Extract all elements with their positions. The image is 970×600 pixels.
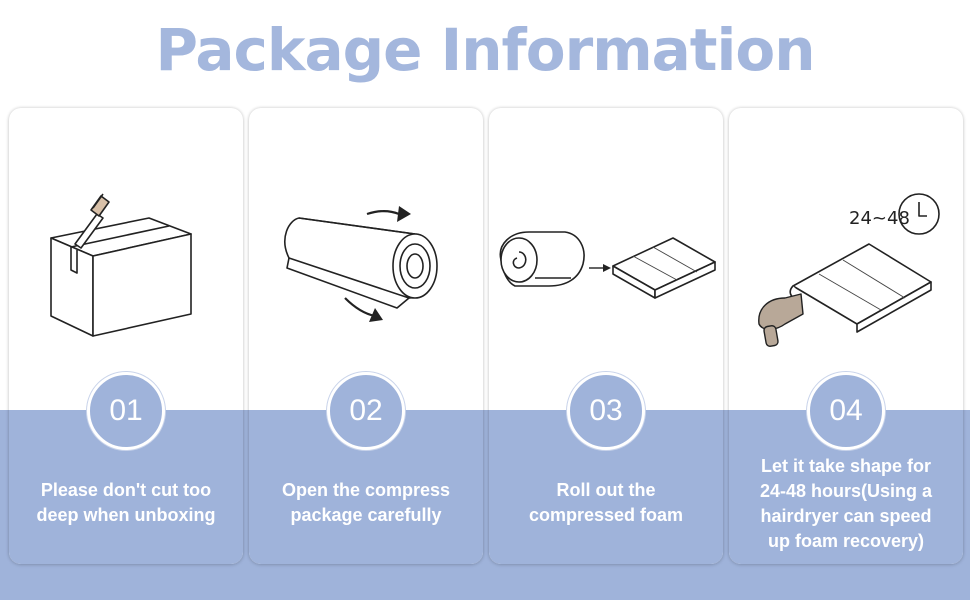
- step-card-1: 01 Please don't cut too deep when unboxi…: [9, 108, 243, 564]
- step-card-3: 03 Roll out the compressed foam: [489, 108, 723, 564]
- step-description: Let it take shape for 24-48 hours(Using …: [739, 454, 953, 554]
- step-number: 03: [567, 372, 645, 450]
- hairdryer-clock-icon: 24~48: [729, 148, 963, 388]
- step-text-line: Open the compress: [281, 480, 451, 500]
- step-description: Roll out the compressed foam: [499, 478, 713, 528]
- step-text-line: Let it take shape for: [760, 456, 932, 476]
- step-card-4: 24~48 04 Let it take shape for 24-48 hou…: [729, 108, 963, 564]
- step-text-line: Please don't cut too: [40, 480, 212, 500]
- rolled-foam-icon: [249, 148, 483, 388]
- step-number: 04: [807, 372, 885, 450]
- step-number: 02: [327, 372, 405, 450]
- step-text-line: hairdryer can speed: [760, 506, 932, 526]
- step-text-line: up foam recovery): [767, 531, 925, 551]
- step-card-2: 02 Open the compress package carefully: [249, 108, 483, 564]
- step-text-line: deep when unboxing: [36, 505, 216, 525]
- unroll-foam-icon: [489, 148, 723, 388]
- page-title: Package Information: [155, 16, 815, 84]
- box-cutter-icon: [9, 148, 243, 388]
- clock-label: 24~48: [849, 208, 910, 229]
- step-text-line: compressed foam: [528, 505, 684, 525]
- step-text-line: 24-48 hours(Using a: [759, 481, 933, 501]
- step-description: Please don't cut too deep when unboxing: [19, 478, 233, 528]
- step-text-line: package carefully: [290, 505, 442, 525]
- step-description: Open the compress package carefully: [259, 478, 473, 528]
- step-text-line: Roll out the: [556, 480, 656, 500]
- step-number: 01: [87, 372, 165, 450]
